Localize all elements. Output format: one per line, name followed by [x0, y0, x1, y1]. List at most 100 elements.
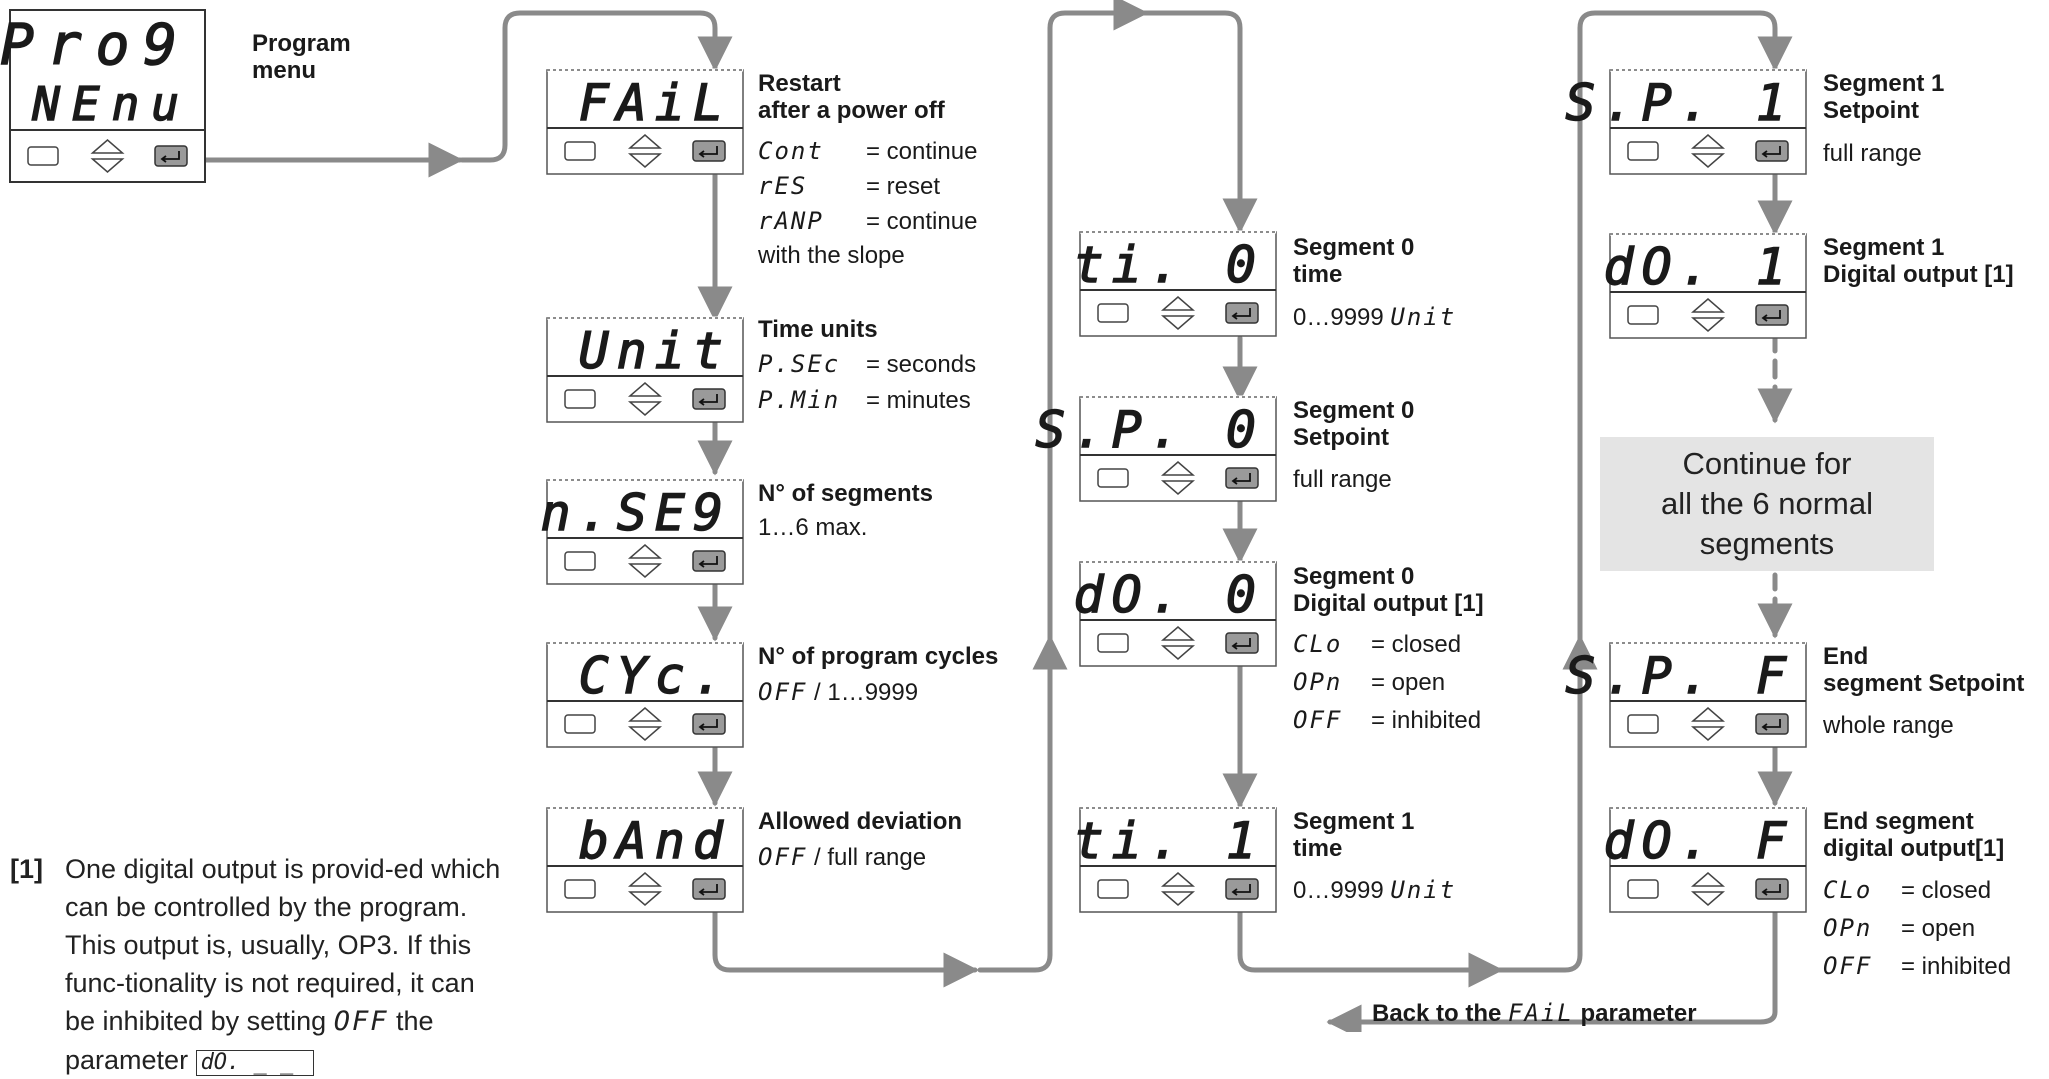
band-display: bAnd: [546, 806, 744, 913]
down-arrow-icon: [90, 158, 125, 173]
down-arrow-icon: [1690, 891, 1726, 906]
nseg-title: N° of segments: [758, 480, 933, 507]
up-arrow-icon: [1160, 626, 1196, 641]
blank-key-icon: [1097, 633, 1129, 653]
display-text: CYc.: [579, 647, 731, 705]
down-arrow-icon: [1690, 317, 1726, 332]
sp0-display: S.P. 0: [1035, 395, 1277, 502]
sp0-title: Segment 0 Setpoint: [1293, 397, 1415, 451]
up-arrow-icon: [1160, 872, 1196, 887]
sp1-desc: full range: [1823, 140, 1922, 167]
cyc-title: N° of program cycles: [758, 643, 999, 670]
unit-option-seconds: P.SEc= seconds: [758, 350, 977, 378]
blank-key-icon: [1627, 714, 1659, 734]
blank-key-icon: [1097, 468, 1129, 488]
down-arrow-icon: [627, 153, 663, 168]
arrow-back-to-fail: [1326, 907, 1778, 1032]
back-to-fail-label: Back to the FAiL parameter: [1372, 999, 1697, 1028]
enter-key-icon: [692, 713, 726, 735]
down-arrow-icon: [1160, 315, 1196, 330]
sp1-title: Segment 1 Setpoint: [1823, 70, 1945, 124]
footnote-mark: [1]: [10, 854, 43, 884]
display-text: ti. 1: [1073, 812, 1264, 870]
up-arrow-icon: [1690, 298, 1726, 313]
arrow-band-to-ti0: [712, 907, 979, 988]
flow-arrows: [202, 0, 1793, 1032]
blank-key-icon: [1097, 879, 1129, 899]
do0-title: Segment 0 Digital output [1]: [1293, 563, 1484, 617]
ti1-title: Segment 1 time: [1293, 808, 1415, 862]
up-arrow-icon: [1160, 296, 1196, 311]
do1-display: dO. 1: [1603, 232, 1807, 339]
display-text-line2: NEnu: [31, 77, 191, 131]
blank-key-icon: [564, 141, 596, 161]
enter-key-icon: [692, 878, 726, 900]
unit-title: Time units: [758, 316, 878, 343]
ti0-desc: 0…9999 Unit: [1293, 303, 1457, 331]
display-text-line1: Pro9: [0, 13, 191, 78]
ti1-display: ti. 1: [1073, 806, 1277, 913]
enter-key-icon: [1225, 632, 1259, 654]
blank-key-icon: [564, 389, 596, 409]
down-arrow-icon: [1160, 891, 1196, 906]
blank-key-icon: [1627, 879, 1659, 899]
cyc-display: CYc.: [546, 641, 744, 748]
enter-key-icon: [154, 145, 188, 167]
display-text: bAnd: [579, 812, 731, 870]
enter-key-icon: [1225, 878, 1259, 900]
down-arrow-icon: [627, 891, 663, 906]
do1-title: Segment 1 Digital output [1]: [1823, 234, 2014, 288]
spf-desc: whole range: [1823, 712, 1954, 739]
fail-display: FAiL: [546, 68, 744, 175]
ti0-title: Segment 0 time: [1293, 234, 1415, 288]
display-text: Unit: [579, 322, 731, 380]
dof-title: End segment digital output[1]: [1823, 808, 2005, 862]
do0-display: dO. 0: [1073, 560, 1277, 667]
up-arrow-icon: [1690, 134, 1726, 149]
sp0-desc: full range: [1293, 466, 1392, 493]
band-desc: OFF / full range: [758, 843, 927, 871]
up-arrow-icon: [1690, 872, 1726, 887]
up-arrow-icon: [1690, 707, 1726, 722]
dof-display: dO. F: [1603, 806, 1807, 913]
enter-key-icon: [692, 550, 726, 572]
down-arrow-icon: [627, 401, 663, 416]
sp1-display: S.P. 1: [1565, 68, 1807, 175]
blank-key-icon: [1627, 305, 1659, 325]
up-arrow-icon: [627, 134, 663, 149]
up-arrow-icon: [90, 139, 125, 154]
unit-option-minutes: P.Min= minutes: [758, 386, 971, 414]
display-text: dO. 0: [1073, 566, 1264, 624]
nseg-display: n.SE9: [540, 478, 744, 585]
blank-key-icon: [564, 879, 596, 899]
up-arrow-icon: [627, 872, 663, 887]
arrow-ti1-to-sp1: [1237, 907, 1504, 988]
enter-key-icon: [1755, 140, 1789, 162]
header-title: Program menu: [252, 30, 351, 84]
down-arrow-icon: [1690, 153, 1726, 168]
up-arrow-icon: [1160, 461, 1196, 476]
blank-key-icon: [564, 714, 596, 734]
fail-title: Restart after a power off: [758, 70, 945, 124]
display-text: FAiL: [579, 74, 731, 132]
spf-display: S.P. F: [1565, 641, 1807, 748]
down-arrow-icon: [627, 726, 663, 741]
display-text: dO. F: [1603, 812, 1794, 870]
enter-key-icon: [1755, 878, 1789, 900]
display-text: S.P. F: [1565, 647, 1794, 705]
down-arrow-icon: [1160, 645, 1196, 660]
blank-key-icon: [564, 551, 596, 571]
spf-title: End segment Setpoint: [1823, 643, 2025, 697]
parameter-box: dO. _ _: [195, 1050, 315, 1076]
enter-key-icon: [692, 388, 726, 410]
ti0-display: ti. 0: [1073, 230, 1277, 337]
down-arrow-icon: [627, 563, 663, 578]
continue-note: Continue for all the 6 normal segments: [1600, 437, 1934, 571]
enter-key-icon: [1755, 304, 1789, 326]
up-arrow-icon: [627, 544, 663, 559]
unit-display: Unit: [546, 316, 744, 423]
enter-key-icon: [1755, 713, 1789, 735]
blank-key-icon: [1097, 303, 1129, 323]
display-text: ti. 0: [1073, 236, 1264, 294]
